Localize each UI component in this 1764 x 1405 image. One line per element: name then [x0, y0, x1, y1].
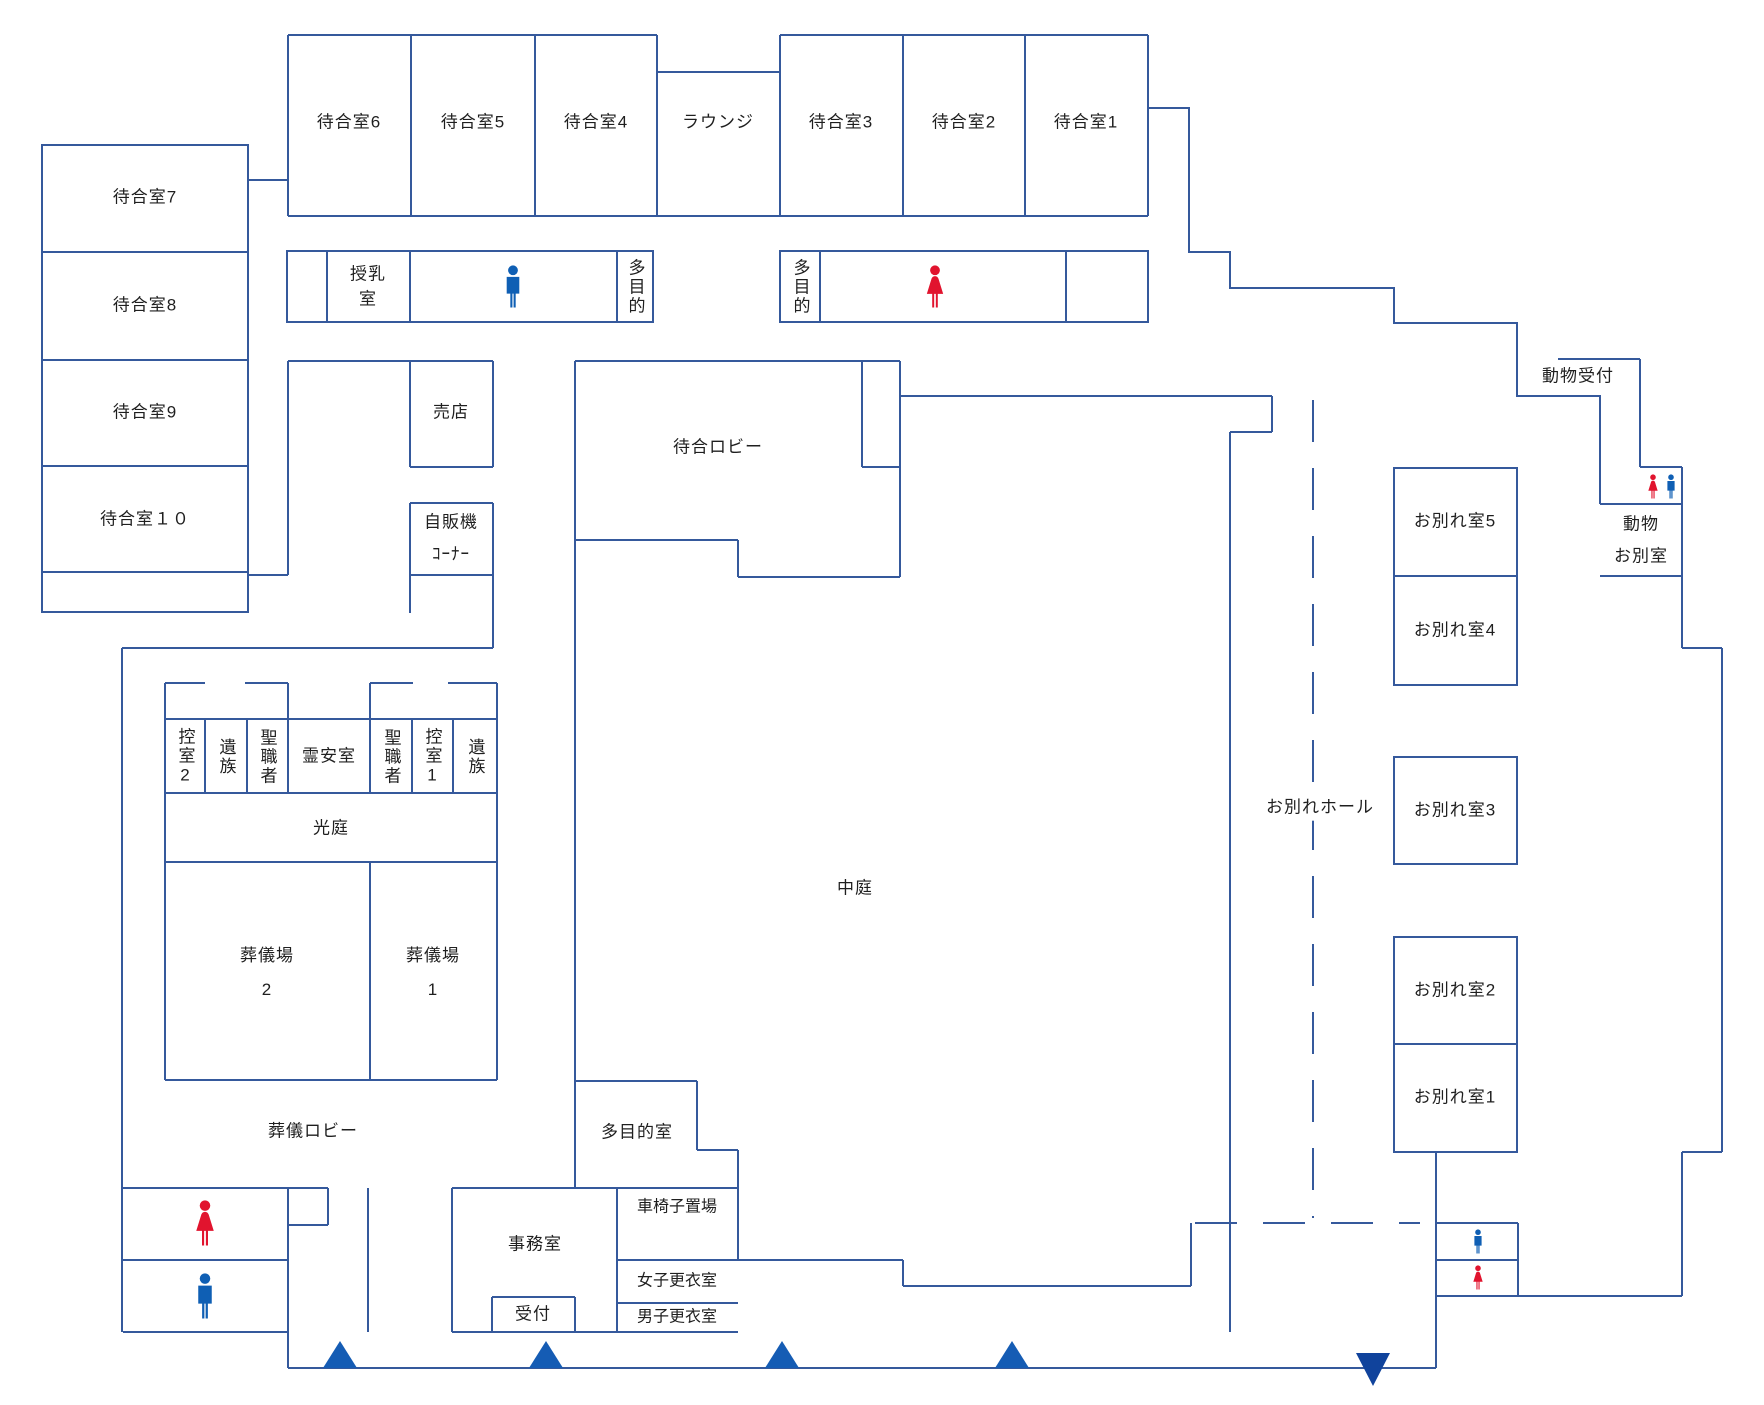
room-label-farewell-3: お別れ室3 — [1413, 800, 1497, 820]
room-label-office: 事務室 — [508, 1234, 562, 1254]
walls-funeral-block — [121, 575, 498, 1333]
entrance-triangle-icon — [765, 1341, 799, 1368]
room-label-waiting-5: 待合室5 — [440, 112, 506, 132]
walls-lobby-courtyard — [574, 360, 1273, 1332]
room-label-mens-locker: 男子更衣室 — [636, 1308, 718, 1326]
room-label-lounge: ラウンジ — [682, 112, 754, 132]
walls-south-outer — [287, 1332, 1436, 1369]
mens-toilet-icon — [1667, 474, 1675, 499]
room-label-farewell-4: お別れ室4 — [1413, 620, 1497, 640]
room-label-waiting-3: 待合室3 — [808, 112, 874, 132]
walls-west-waiting-block — [41, 144, 288, 613]
room-label-clergy-west: 聖職者 — [257, 728, 277, 786]
room-label-waiting-2: 待合室2 — [931, 112, 997, 132]
womens-toilet-icon — [926, 265, 944, 308]
room-label-waiting-9: 待合室9 — [112, 402, 178, 422]
room-label-animal-reception: 動物受付 — [1542, 366, 1614, 386]
room-label-waiting-10: 待合室１０ — [100, 509, 190, 529]
walls-office-block — [451, 1080, 739, 1333]
room-label-vending-corner: 自販機 ｺｰﾅｰ — [424, 512, 478, 564]
room-label-farewell-2: お別れ室2 — [1413, 980, 1497, 1000]
womens-toilet-icon — [1473, 1265, 1483, 1290]
room-label-waiting-lobby: 待合ロビー — [673, 437, 763, 457]
walls-north-waiting-block — [287, 34, 1601, 504]
entrance-triangle-icon — [323, 1341, 357, 1368]
room-label-nursing: 授乳 室 — [350, 264, 386, 308]
room-label-mortuary: 霊安室 — [302, 746, 356, 766]
walls-shop-column — [287, 360, 494, 648]
room-label-wheelchair: 車椅子置場 — [636, 1198, 718, 1216]
room-label-reception: 受付 — [515, 1304, 551, 1324]
room-label-funeral-hall-1: 葬儀場 1 — [406, 946, 460, 999]
womens-toilet-icon — [1648, 474, 1658, 499]
room-label-multipurpose-wc-east: 多目的 — [790, 258, 810, 316]
mens-toilet-icon — [1474, 1229, 1482, 1254]
room-label-animal-farewell: 動物 お別室 — [1614, 514, 1668, 566]
room-label-bereaved-west: 遺族 — [216, 738, 236, 776]
mens-toilet-icon — [506, 265, 520, 308]
entrance-triangle-icon — [529, 1341, 563, 1368]
room-label-farewell-1: お別れ室1 — [1413, 1087, 1497, 1107]
area-label-light-court: 光庭 — [313, 818, 349, 838]
room-label-waiting-6: 待合室6 — [316, 112, 382, 132]
area-label-courtyard: 中庭 — [837, 878, 873, 898]
womens-toilet-icon — [196, 1200, 214, 1246]
room-label-shop: 売店 — [433, 402, 469, 422]
exit-triangle-icon — [1356, 1353, 1390, 1386]
room-label-clergy-east: 聖職者 — [381, 728, 401, 786]
room-label-waiting-4: 待合室4 — [563, 112, 629, 132]
walls-animal-area — [1558, 358, 1683, 577]
room-label-waiting-1: 待合室1 — [1053, 112, 1119, 132]
area-label-funeral-lobby: 葬儀ロビー — [268, 1121, 358, 1141]
room-label-womens-locker: 女子更衣室 — [636, 1272, 718, 1290]
mens-toilet-icon — [198, 1273, 212, 1319]
entrance-triangle-icon — [995, 1341, 1029, 1368]
room-label-multipurpose-wc-west: 多目的 — [625, 258, 645, 316]
room-label-farewell-5: お別れ室5 — [1413, 511, 1497, 531]
room-label-funeral-hall-2: 葬儀場 2 — [240, 946, 294, 999]
room-label-anteroom-1: 控室1 — [422, 727, 442, 787]
room-label-waiting-8: 待合室8 — [112, 295, 178, 315]
walls-toilet-rows — [286, 250, 1149, 323]
area-label-farewell-hall: お別れホール — [1262, 795, 1378, 821]
room-label-waiting-7: 待合室7 — [112, 187, 178, 207]
room-label-bereaved-east: 遺族 — [465, 738, 485, 776]
room-label-anteroom-2: 控室2 — [175, 727, 195, 787]
walls-farewell-rooms — [1393, 467, 1723, 1368]
room-label-multipurpose-room: 多目的室 — [601, 1122, 673, 1142]
